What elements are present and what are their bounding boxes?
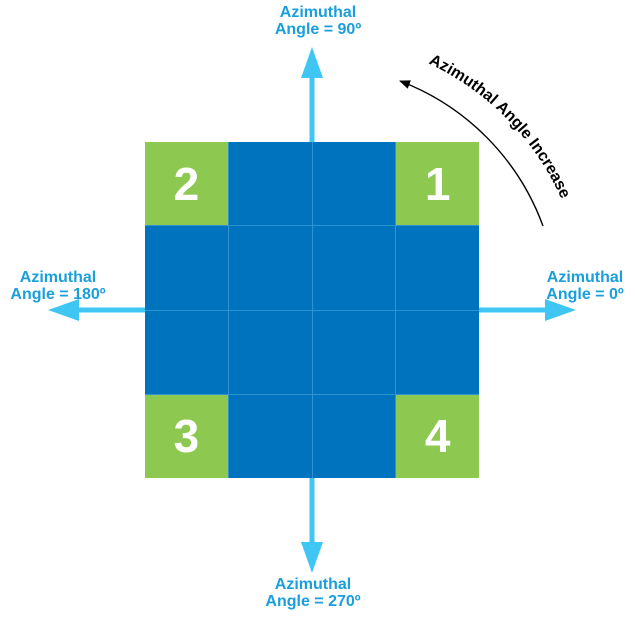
- azimuth-label-270-line1: Azimuthal: [274, 576, 352, 593]
- rotation-arrow-curve-icon: [399, 80, 544, 227]
- grid-cell: [228, 310, 312, 394]
- grid-cell: [145, 310, 228, 394]
- azimuth-label-270: Azimuthal Angle = 270º: [265, 576, 360, 610]
- grid-cell: [228, 142, 312, 226]
- azimuth-label-0: Azimuthal Angle = 0º: [546, 269, 623, 303]
- azimuth-label-90: Azimuthal Angle = 90º: [275, 4, 361, 38]
- quadrant-cell-2: 2: [145, 142, 228, 226]
- azimuth-label-180: Azimuthal Angle = 180º: [10, 269, 105, 303]
- azimuth-label-90-line1: Azimuthal: [279, 4, 357, 21]
- up-arrowhead-icon: [301, 47, 323, 78]
- azimuth-label-0-line2: Angle = 0º: [546, 286, 624, 303]
- quadrant-cell-1: 1: [396, 142, 479, 226]
- grid-cell: [228, 394, 312, 478]
- azimuth-label-0-line1: Azimuthal: [546, 269, 624, 286]
- grid-cell: [312, 226, 396, 310]
- azimuth-label-270-line2: Angle = 270º: [265, 593, 361, 610]
- azimuth-label-180-line1: Azimuthal: [19, 269, 97, 286]
- right-arrowhead-icon: [545, 299, 576, 321]
- grid-cell: [312, 310, 396, 394]
- grid-cell: [228, 226, 312, 310]
- left-arrowhead-icon: [48, 299, 79, 321]
- grid-cell: [312, 394, 396, 478]
- quadrant-cell-4: 4: [396, 394, 479, 478]
- grid-cell: [145, 226, 228, 310]
- down-arrowhead-icon: [301, 542, 323, 573]
- grid-cell: [396, 310, 479, 394]
- grid-cell: [312, 142, 396, 226]
- azimuth-label-90-line2: Angle = 90º: [274, 21, 362, 38]
- azimuth-label-180-line2: Angle = 180º: [10, 286, 106, 303]
- detector-grid: 2 1 3 4: [145, 142, 479, 478]
- quadrant-cell-3: 3: [145, 394, 228, 478]
- grid-cell: [396, 226, 479, 310]
